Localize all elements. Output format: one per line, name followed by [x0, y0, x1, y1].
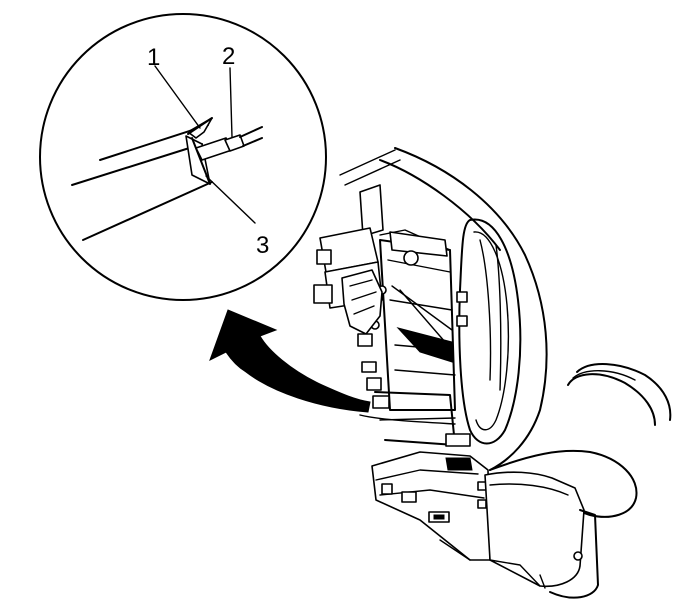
direction-arrow [209, 309, 371, 413]
callout-3: 3 [256, 232, 269, 259]
callout-2: 2 [222, 43, 235, 70]
instrument-panel-assembly [313, 147, 672, 599]
detail-magnified-view: 1 2 3 [39, 13, 327, 301]
callout-1: 1 [147, 44, 160, 71]
